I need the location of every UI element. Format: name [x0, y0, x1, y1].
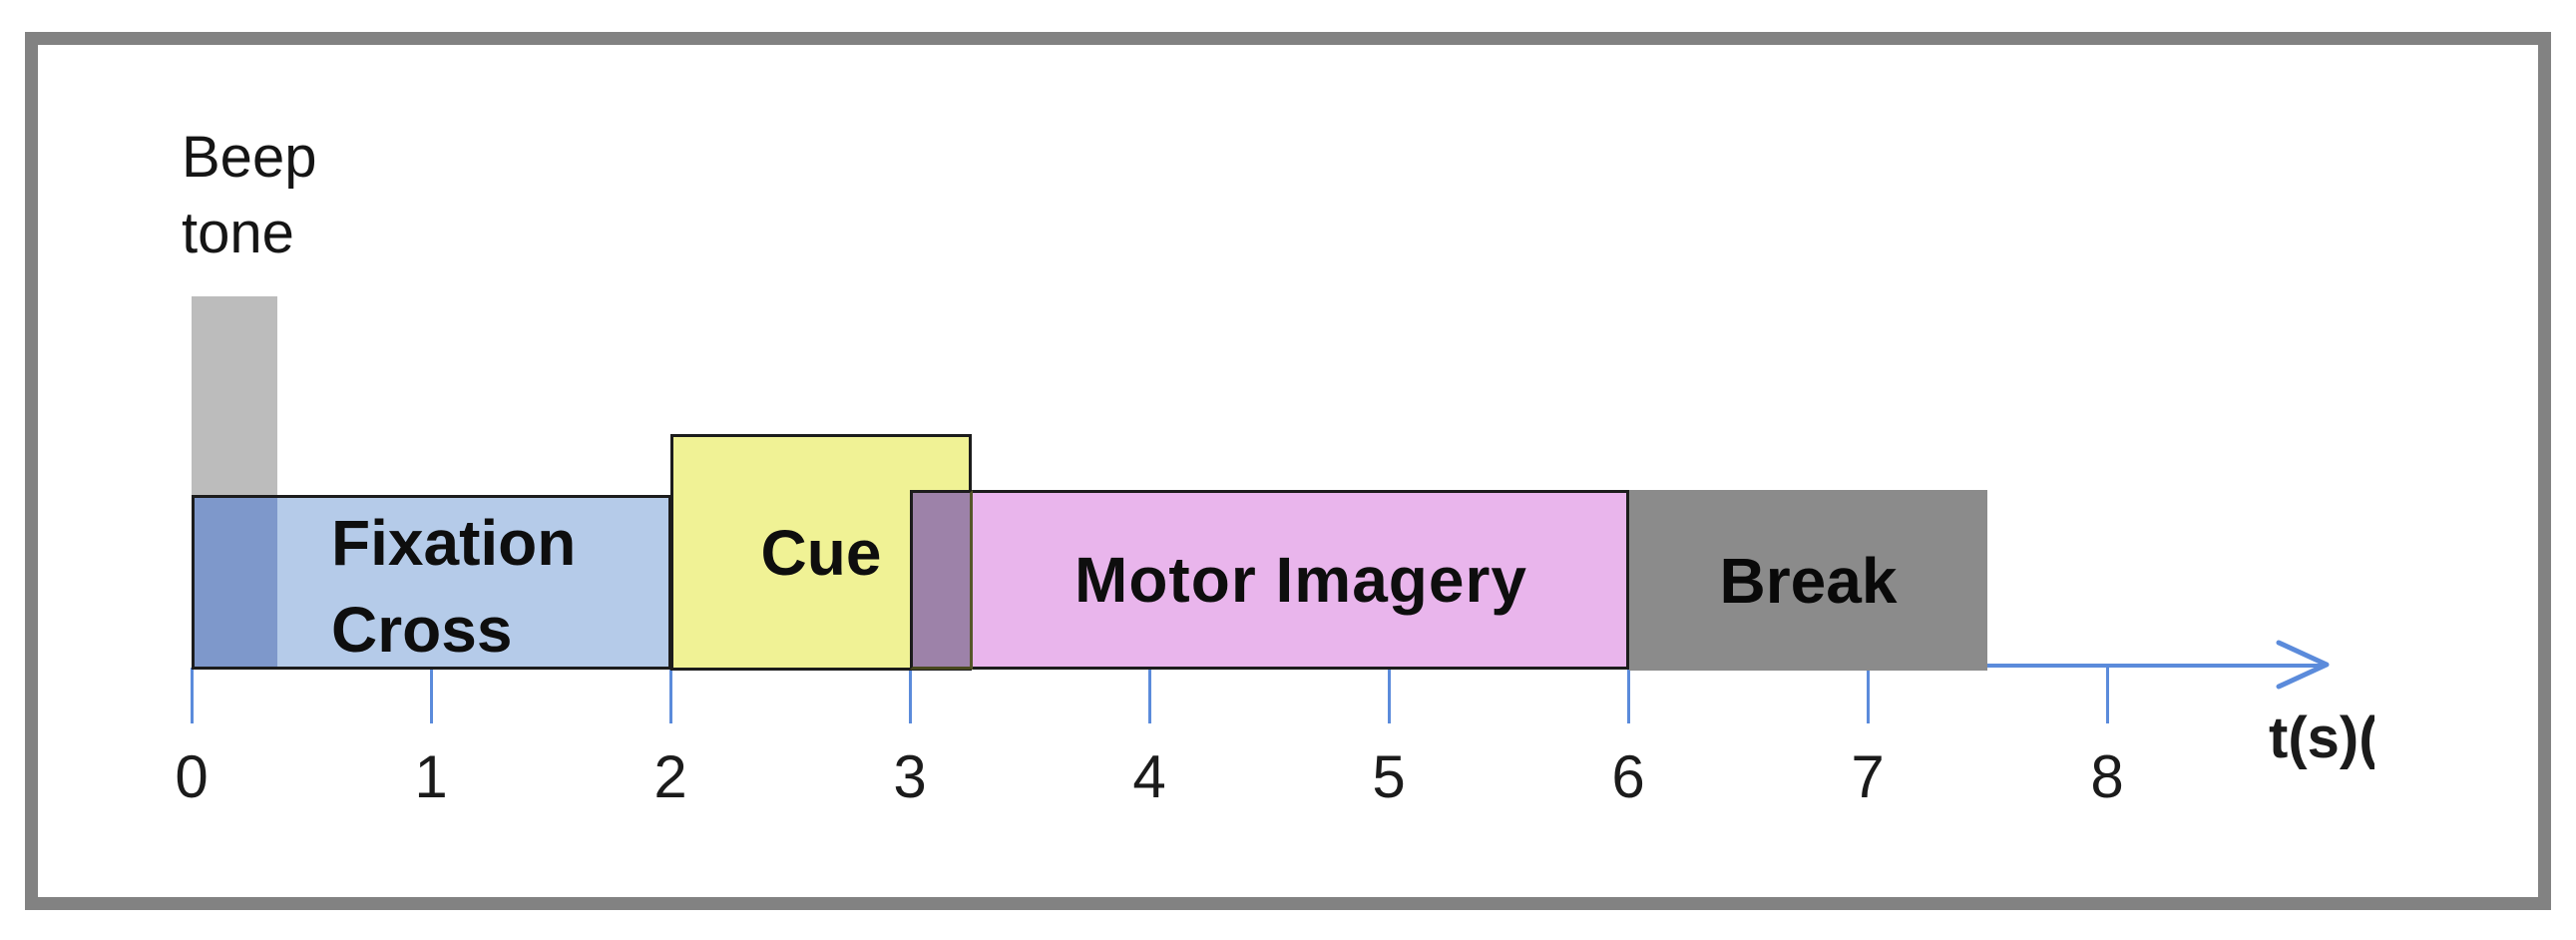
tick-label-8: 8: [2090, 743, 2124, 810]
tick-label-6: 6: [1611, 743, 1645, 810]
motor-imagery-label: Motor Imagery: [1074, 544, 1527, 616]
beep-tone-bar: [192, 296, 277, 496]
beep-tone-annotation: Beep tone: [182, 120, 316, 271]
tick-label-7: 7: [1851, 743, 1885, 810]
tick-mark-0: [191, 668, 194, 723]
motor-imagery-label-wrap: Motor Imagery: [973, 490, 1629, 670]
tick-mark-2: [669, 668, 672, 723]
tick-mark-1: [430, 668, 433, 723]
break-box: Break: [1629, 490, 1987, 671]
tick-label-3: 3: [893, 743, 927, 810]
break-label: Break: [1719, 544, 1898, 617]
cue-label: Cue: [760, 516, 882, 589]
time-axis-label: t(s): [2269, 705, 2360, 770]
fixation-label-line1: Fixation: [331, 507, 577, 579]
beep-annotation-line2: tone: [182, 201, 294, 265]
motor-imagery-box: [910, 490, 1629, 670]
tick-label-5: 5: [1372, 743, 1406, 810]
tick-mark-4: [1148, 668, 1151, 723]
tick-mark-5: [1388, 668, 1391, 723]
time-axis-label-group: t(s) (: [2269, 705, 2374, 771]
tick-label-2: 2: [653, 743, 687, 810]
tick-label-4: 4: [1132, 743, 1166, 810]
axis-arrowhead-icon: [2276, 640, 2330, 690]
axis-label-artifact: (: [2359, 705, 2374, 771]
cue-motor-imagery-overlap-strip: [910, 490, 973, 670]
tick-mark-3: [909, 668, 912, 723]
beep-annotation-line1: Beep: [182, 125, 317, 190]
tick-label-0: 0: [175, 743, 209, 810]
tick-mark-6: [1627, 668, 1630, 723]
tick-mark-8: [2106, 668, 2109, 723]
fixation-label-line2: Cross: [331, 594, 513, 666]
figure-frame: [25, 32, 2551, 910]
tick-mark-7: [1867, 668, 1870, 723]
beep-fixation-overlap-strip: [195, 498, 277, 667]
tick-label-1: 1: [414, 743, 448, 810]
